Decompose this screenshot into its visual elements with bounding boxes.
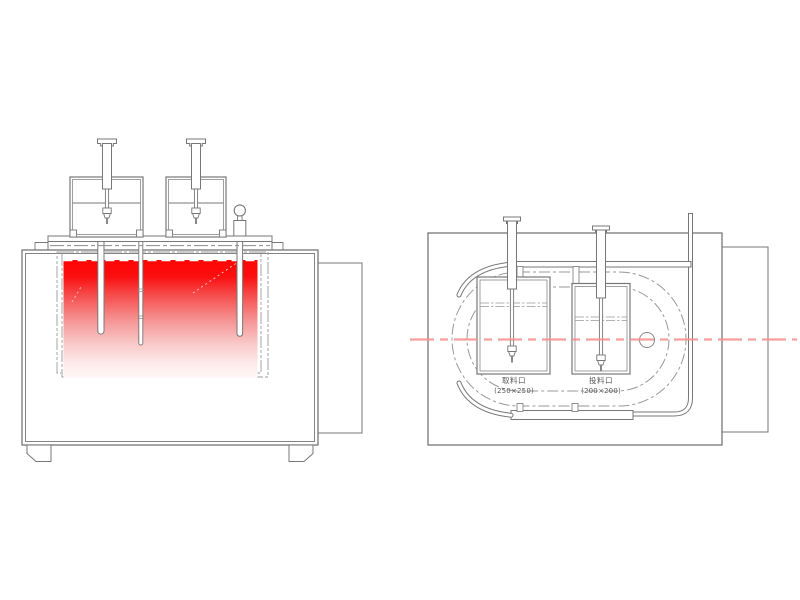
melt-bath (63, 259, 258, 378)
discharge-port-label: 取料口 (502, 375, 526, 385)
feed-port-label: 投料口 (589, 375, 613, 385)
front-left-leg (26, 444, 52, 462)
discharge-port-size: (250×250) (494, 387, 534, 395)
furnace-lid (34, 235, 284, 250)
immersed-rod-2 (137, 235, 144, 346)
feed-port-size: (200×200) (581, 387, 621, 395)
immersed-rod-1 (97, 235, 105, 335)
plan-view: 取料口 (250×250) 投料口 (200×200) (410, 213, 797, 446)
thermocouple-probe (233, 204, 247, 237)
port-labels: 取料口 (250×250) 投料口 (200×200) (494, 375, 621, 395)
immersed-rod-3 (236, 232, 244, 337)
melt-reflection-line (192, 261, 239, 294)
front-elevation-view (21, 138, 363, 462)
front-right-leg (288, 444, 314, 462)
front-side-protrusion (317, 262, 363, 434)
